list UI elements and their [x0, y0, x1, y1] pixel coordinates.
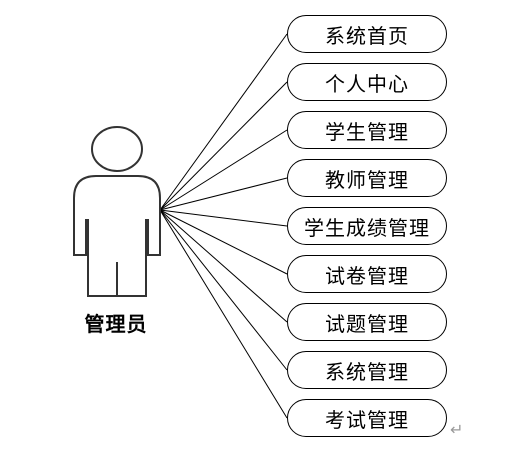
- use-case-5: 学生成绩管理: [287, 207, 447, 245]
- association-line-2: [159, 81, 288, 211]
- use-case-9: 考试管理: [287, 399, 447, 437]
- use-case-7: 试题管理: [287, 303, 447, 341]
- use-case-6: 试卷管理: [287, 255, 447, 293]
- association-line-6: [159, 209, 288, 275]
- association-line-7: [159, 209, 288, 323]
- use-case-4: 教师管理: [287, 159, 447, 197]
- actor-head: [91, 126, 143, 172]
- association-line-1: [159, 33, 288, 211]
- person-outline-icon: [73, 126, 161, 297]
- association-line-5: [159, 209, 288, 227]
- paragraph-mark-icon: ↵: [450, 420, 464, 439]
- association-lines: [159, 33, 288, 419]
- use-case-2: 个人中心: [287, 63, 447, 101]
- use-case-8: 系统管理: [287, 351, 447, 389]
- association-line-9: [159, 209, 288, 419]
- association-line-4: [159, 177, 288, 211]
- use-case-1: 系统首页: [287, 15, 447, 53]
- association-line-3: [159, 129, 288, 211]
- use-case-3: 学生管理: [287, 111, 447, 149]
- actor-label: 管理员: [84, 312, 148, 336]
- actor-body: [73, 175, 161, 297]
- association-line-8: [159, 209, 288, 371]
